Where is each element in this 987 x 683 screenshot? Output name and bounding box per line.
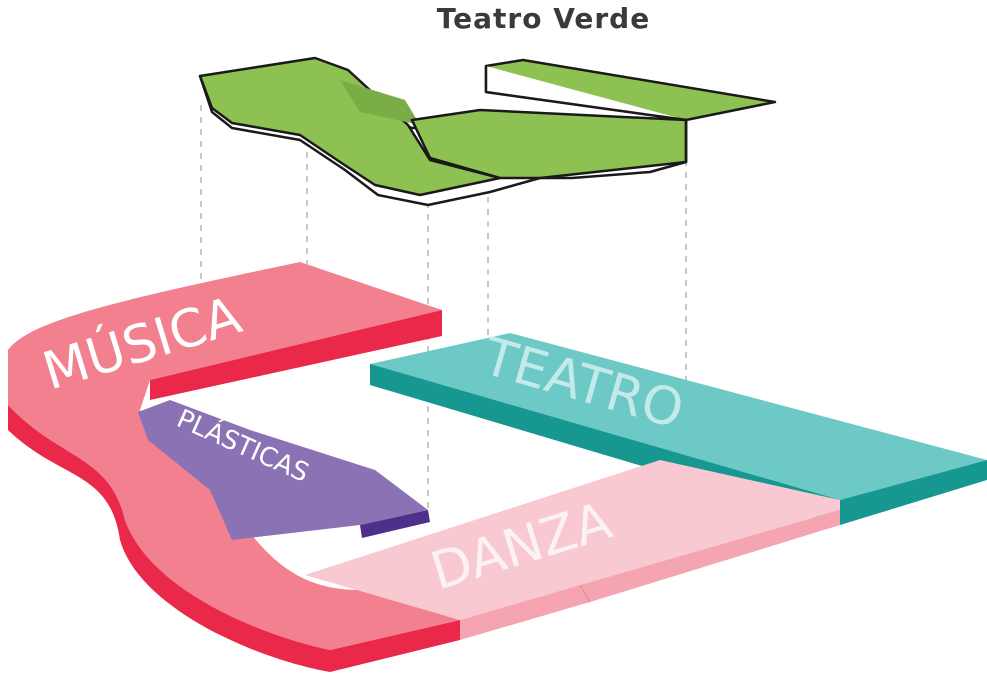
- danza-top: [305, 460, 840, 620]
- musica-edge: [150, 310, 442, 400]
- musica-side: [8, 405, 460, 672]
- teatro-top: [370, 333, 987, 500]
- green-bottom-right: [410, 108, 688, 180]
- green-stairs: [340, 80, 420, 125]
- plasticas-side: [360, 510, 430, 538]
- danza-block: [305, 460, 840, 640]
- musica-top: [8, 262, 460, 650]
- diagram-title: Teatro Verde: [436, 2, 651, 35]
- plasticas-block: [138, 400, 430, 540]
- teatro-verde-block: [198, 56, 777, 207]
- green-step-face: [484, 66, 688, 164]
- teatro-block: [370, 333, 987, 525]
- green-top-left: [198, 56, 502, 197]
- plasticas-top: [138, 400, 428, 540]
- projection-lines: [200, 105, 687, 520]
- musica-block: [8, 262, 460, 672]
- danza-side: [460, 510, 840, 640]
